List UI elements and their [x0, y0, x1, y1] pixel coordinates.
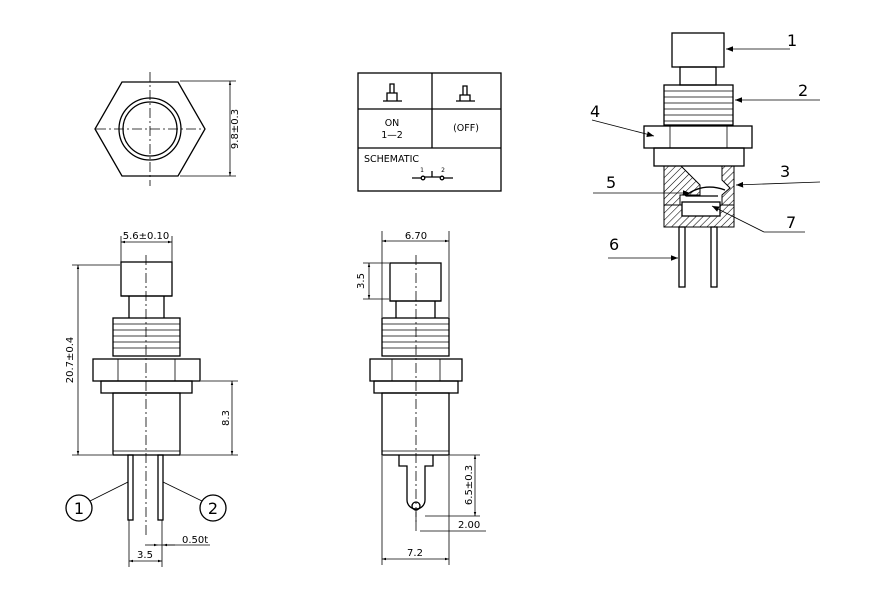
pin1-label: 1: [74, 499, 84, 518]
dim-body-height: 8.3: [221, 410, 232, 426]
off-state-label: (OFF): [453, 123, 479, 134]
dim-pin-spacing: 3.5: [137, 550, 153, 561]
callout-5: 5: [606, 173, 616, 192]
top-view: 9.8±0.3: [94, 72, 241, 186]
dim-hole: 2.00: [458, 520, 480, 531]
on-state-label: ON: [385, 118, 400, 129]
dim-nut-width: 6.70: [405, 231, 427, 242]
callout-4: 4: [590, 102, 600, 121]
dim-body-width: 7.2: [407, 548, 423, 559]
section-view: 1 2 3 4 5 6 7: [590, 31, 821, 288]
on-contacts-label: 1—2: [381, 130, 403, 141]
callout-7: 7: [786, 213, 796, 232]
dim-top-height: 9.8±0.3: [230, 109, 241, 149]
schematic-table: ON 1—2 (OFF) SCHEMATIC 1 2: [357, 72, 502, 192]
schematic-contact-1: 1: [420, 167, 424, 174]
side-view: 6.70 3.5 6.5±0.3 2.00 7.2: [356, 231, 486, 565]
dim-cap-width: 5.6±0.10: [123, 231, 170, 242]
dim-cap-height: 3.5: [356, 273, 367, 289]
callout-6: 6: [609, 235, 619, 254]
schematic-contact-2: 2: [441, 167, 445, 174]
callout-2: 2: [798, 81, 808, 100]
callout-1: 1: [787, 31, 797, 50]
callout-3: 3: [780, 162, 790, 181]
schematic-label: SCHEMATIC: [364, 154, 419, 165]
dim-pin-thickness: 0.50t: [182, 535, 208, 546]
front-view: 5.6±0.10 20.7±0.4 8.3 3.5 0.50t 1 2: [65, 231, 238, 567]
dim-pin-length: 6.5±0.3: [464, 465, 475, 505]
dim-total-height: 20.7±0.4: [65, 337, 76, 384]
pin2-label: 2: [208, 499, 218, 518]
